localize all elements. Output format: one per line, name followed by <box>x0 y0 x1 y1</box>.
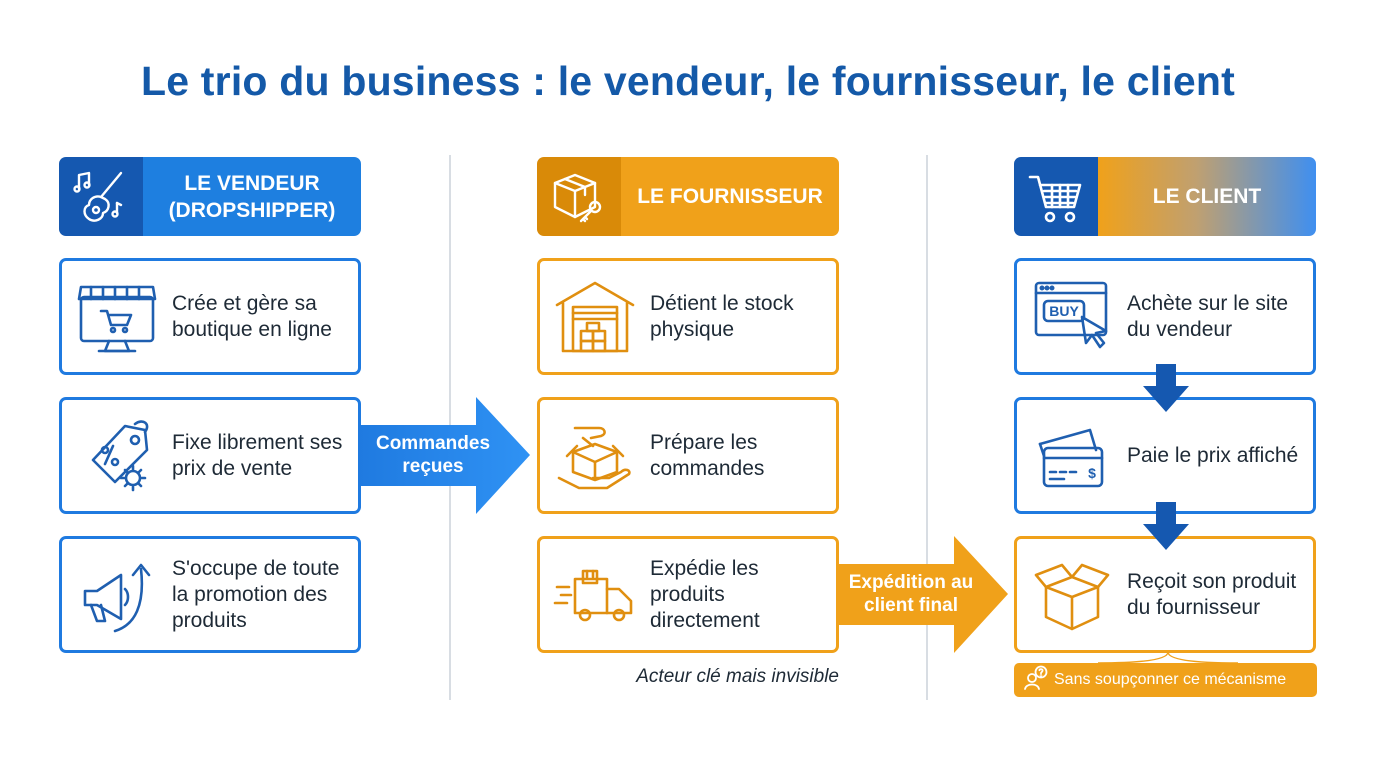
credit-card-icon: $ <box>1017 416 1127 496</box>
warehouse-icon <box>540 277 650 357</box>
client-card-receive: Reçoit son produit du fournisseur <box>1014 536 1316 653</box>
down-arrow-icon <box>1143 502 1189 555</box>
down-arrow-icon <box>1143 364 1189 417</box>
buy-click-icon: BUY <box>1017 277 1127 357</box>
svg-text:BUY: BUY <box>1049 303 1079 319</box>
megaphone-growth-icon <box>62 555 172 635</box>
fournisseur-note: Acteur clé mais invisible <box>636 666 839 687</box>
vendeur-item-text: S'occupe de toute la promotion des produ… <box>172 556 340 632</box>
client-header-label: LE CLIENT <box>1098 157 1316 236</box>
svg-text:$: $ <box>1088 465 1096 481</box>
fournisseur-header-label: LE FOURNISSEUR <box>621 157 839 236</box>
vendeur-card-promo: S'occupe de toute la promotion des produ… <box>59 536 361 653</box>
open-box-icon <box>1017 555 1127 635</box>
fournisseur-item-text: Prépare les commandes <box>650 430 765 480</box>
packing-hands-icon <box>540 416 650 496</box>
client-header: LE CLIENT <box>1014 157 1316 236</box>
fournisseur-card-stock: Détient le stock physique <box>537 258 839 375</box>
box-key-icon <box>537 157 621 236</box>
fournisseur-item-text: Détient le stock physique <box>650 291 794 341</box>
fournisseur-item-text: Expédie les produits directement <box>650 556 760 632</box>
client-item-text: Achète sur le site du vendeur <box>1127 291 1289 341</box>
shipping-arrow-label: Expédition au client final <box>848 572 974 616</box>
vendeur-card-shop: Crée et gère sa boutique en ligne <box>59 258 361 375</box>
guitar-music-icon <box>59 157 143 236</box>
client-badge: Sans soupçonner ce mécanisme <box>1014 652 1317 697</box>
shipping-arrow: Expédition au client final <box>836 536 1008 653</box>
vendeur-card-prices: Fixe librement ses prix de vente <box>59 397 361 514</box>
orders-arrow-label: Commandes reçues <box>375 433 491 477</box>
fournisseur-card-shipping: Expédie les produits directement <box>537 536 839 653</box>
page-title: Le trio du business : le vendeur, le fou… <box>140 58 1236 104</box>
shopping-cart-icon <box>1014 157 1098 236</box>
client-item-text: Reçoit son produit du fournisseur <box>1127 569 1297 619</box>
vendeur-item-text: Crée et gère sa boutique en ligne <box>172 291 332 341</box>
person-question-icon <box>1022 665 1048 696</box>
vendeur-header-label: LE VENDEUR (DROPSHIPPER) <box>143 157 361 236</box>
client-card-buy: BUY Achète sur le site du vendeur <box>1014 258 1316 375</box>
online-shop-icon <box>62 277 172 357</box>
delivery-truck-icon <box>540 555 650 635</box>
fournisseur-header: LE FOURNISSEUR <box>537 157 839 236</box>
fournisseur-card-orders: Prépare les commandes <box>537 397 839 514</box>
price-tag-gear-icon <box>62 416 172 496</box>
orders-arrow: Commandes reçues <box>358 397 530 514</box>
client-card-pay: $ Paie le prix affiché <box>1014 397 1316 514</box>
vendeur-item-text: Fixe librement ses prix de vente <box>172 430 343 480</box>
vendeur-header: LE VENDEUR (DROPSHIPPER) <box>59 157 361 236</box>
client-badge-text: Sans soupçonner ce mécanisme <box>1054 671 1287 688</box>
column-divider <box>926 155 928 700</box>
client-item-text: Paie le prix affiché <box>1127 443 1299 467</box>
